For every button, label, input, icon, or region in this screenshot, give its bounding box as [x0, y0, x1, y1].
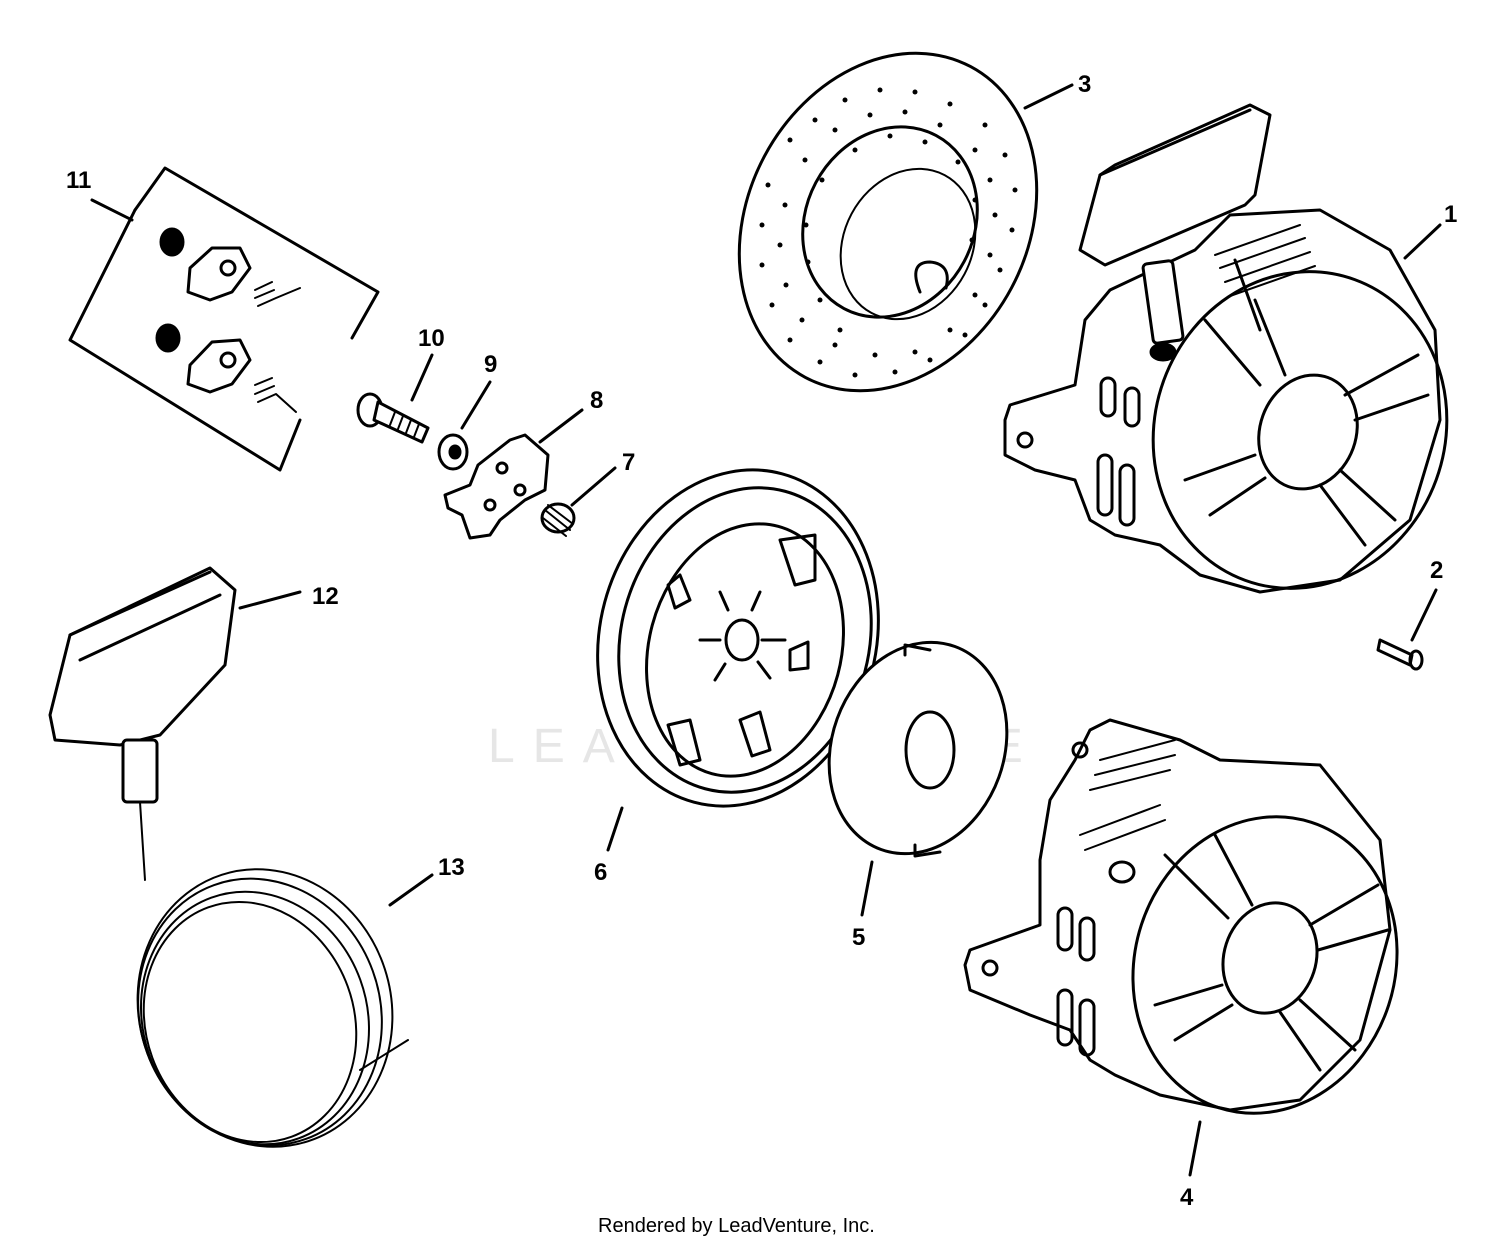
part-10-bolt — [356, 392, 430, 444]
part-12-handle — [48, 566, 237, 881]
part-1-starter-housing-assembly — [1003, 103, 1449, 594]
callout-3: 3 — [1078, 71, 1091, 98]
credit-text: Rendered by LeadVenture, Inc. — [598, 1215, 875, 1237]
part-8-retainer — [443, 433, 550, 540]
part-7-spring — [540, 502, 576, 537]
part-5-plate — [827, 640, 1009, 858]
callout-7: 7 — [622, 449, 635, 476]
callout-12: 12 — [312, 583, 339, 610]
part-3-recoil-spring — [737, 51, 1039, 393]
callout-13: 13 — [438, 854, 465, 881]
callout-5: 5 — [852, 924, 865, 951]
part-9-washer — [437, 433, 469, 471]
callout-2: 2 — [1430, 557, 1443, 584]
callout-6: 6 — [594, 859, 607, 886]
callout-10: 10 — [418, 325, 445, 352]
callout-9: 9 — [484, 351, 497, 378]
part-4-starter-housing — [963, 718, 1399, 1115]
leader-lines — [90, 83, 1442, 1177]
callout-1: 1 — [1444, 201, 1457, 228]
part-13-rope — [136, 868, 409, 1148]
callout-labels: 1 2 3 4 5 6 7 8 9 10 11 12 13 — [66, 71, 1457, 1211]
callout-4: 4 — [1180, 1184, 1194, 1211]
part-11-pawl-kit — [68, 166, 380, 472]
callout-11: 11 — [66, 167, 91, 194]
part-2-screw — [1376, 638, 1424, 671]
callout-8: 8 — [590, 387, 603, 414]
